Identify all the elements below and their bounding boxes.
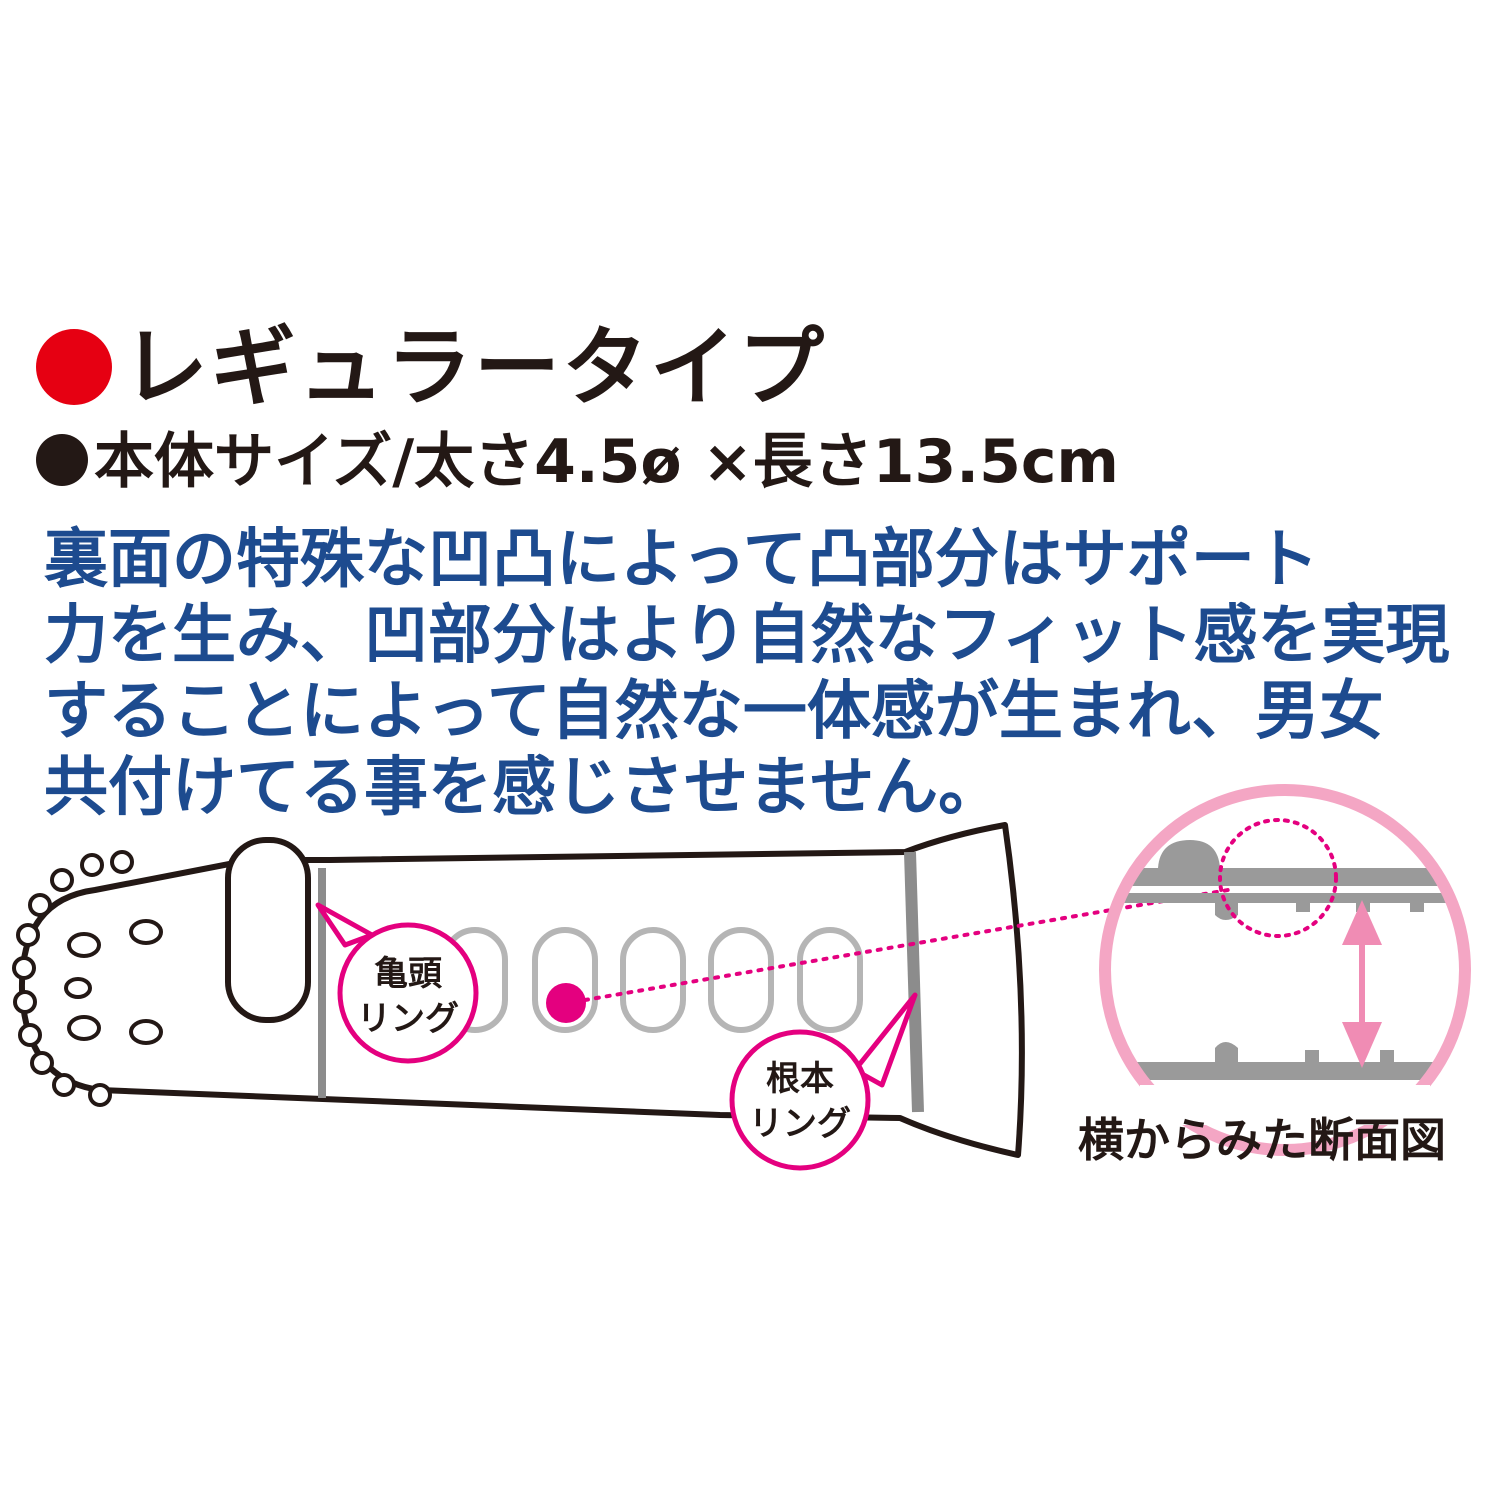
base-ring-line: [904, 851, 924, 1113]
cross-section-detail: [1105, 840, 1465, 1096]
black-bullet-icon: [36, 434, 88, 486]
description-line: 共付けてる事を感じさせません。: [44, 751, 1003, 825]
cross-section-circle: [1099, 784, 1471, 1156]
glans-ring-callout-tail: [315, 902, 375, 948]
base-ring-callout: [729, 1029, 871, 1171]
tip-bumps: [12, 850, 163, 1107]
product-title: レギュラータイプ: [36, 318, 826, 418]
description-line: 裏面の特殊な凹凸によって凸部分はサポート: [44, 523, 1319, 597]
base-ring-label-1: 根本: [766, 1059, 834, 1099]
thickness-double-arrow-icon: [1342, 900, 1382, 1068]
glans-tab: [225, 837, 311, 1023]
base-ring-label-2: リング: [749, 1104, 851, 1144]
magnify-dotted-circle: [1218, 818, 1338, 938]
glans-ring-label-1: 亀頭: [374, 954, 443, 994]
glans-ring-label-2: リング: [357, 999, 459, 1039]
red-bullet-icon: [36, 329, 112, 405]
cross-section-caption: 横からみた断面図: [1078, 1113, 1446, 1167]
description: 裏面の特殊な凹凸によって凸部分はサポート 力を生み、凹部分はより自然なフィット感…: [44, 522, 1450, 826]
size-spec: 本体サイズ/太さ4.5ø ×長さ13.5cm: [36, 422, 1119, 502]
glans-ring-callout: [337, 922, 479, 1064]
description-line: 力を生み、凹部分はより自然なフィット感を実現: [44, 599, 1450, 673]
size-spec-text: 本体サイズ/太さ4.5ø ×長さ13.5cm: [94, 427, 1119, 497]
title-text: レギュラータイプ: [122, 318, 826, 418]
base-ring-callout-tail: [852, 992, 918, 1088]
highlight-point: [546, 983, 586, 1023]
description-line: することによって自然な一体感が生まれ、男女: [44, 675, 1384, 749]
sleeve-outline: [18, 822, 1025, 1158]
